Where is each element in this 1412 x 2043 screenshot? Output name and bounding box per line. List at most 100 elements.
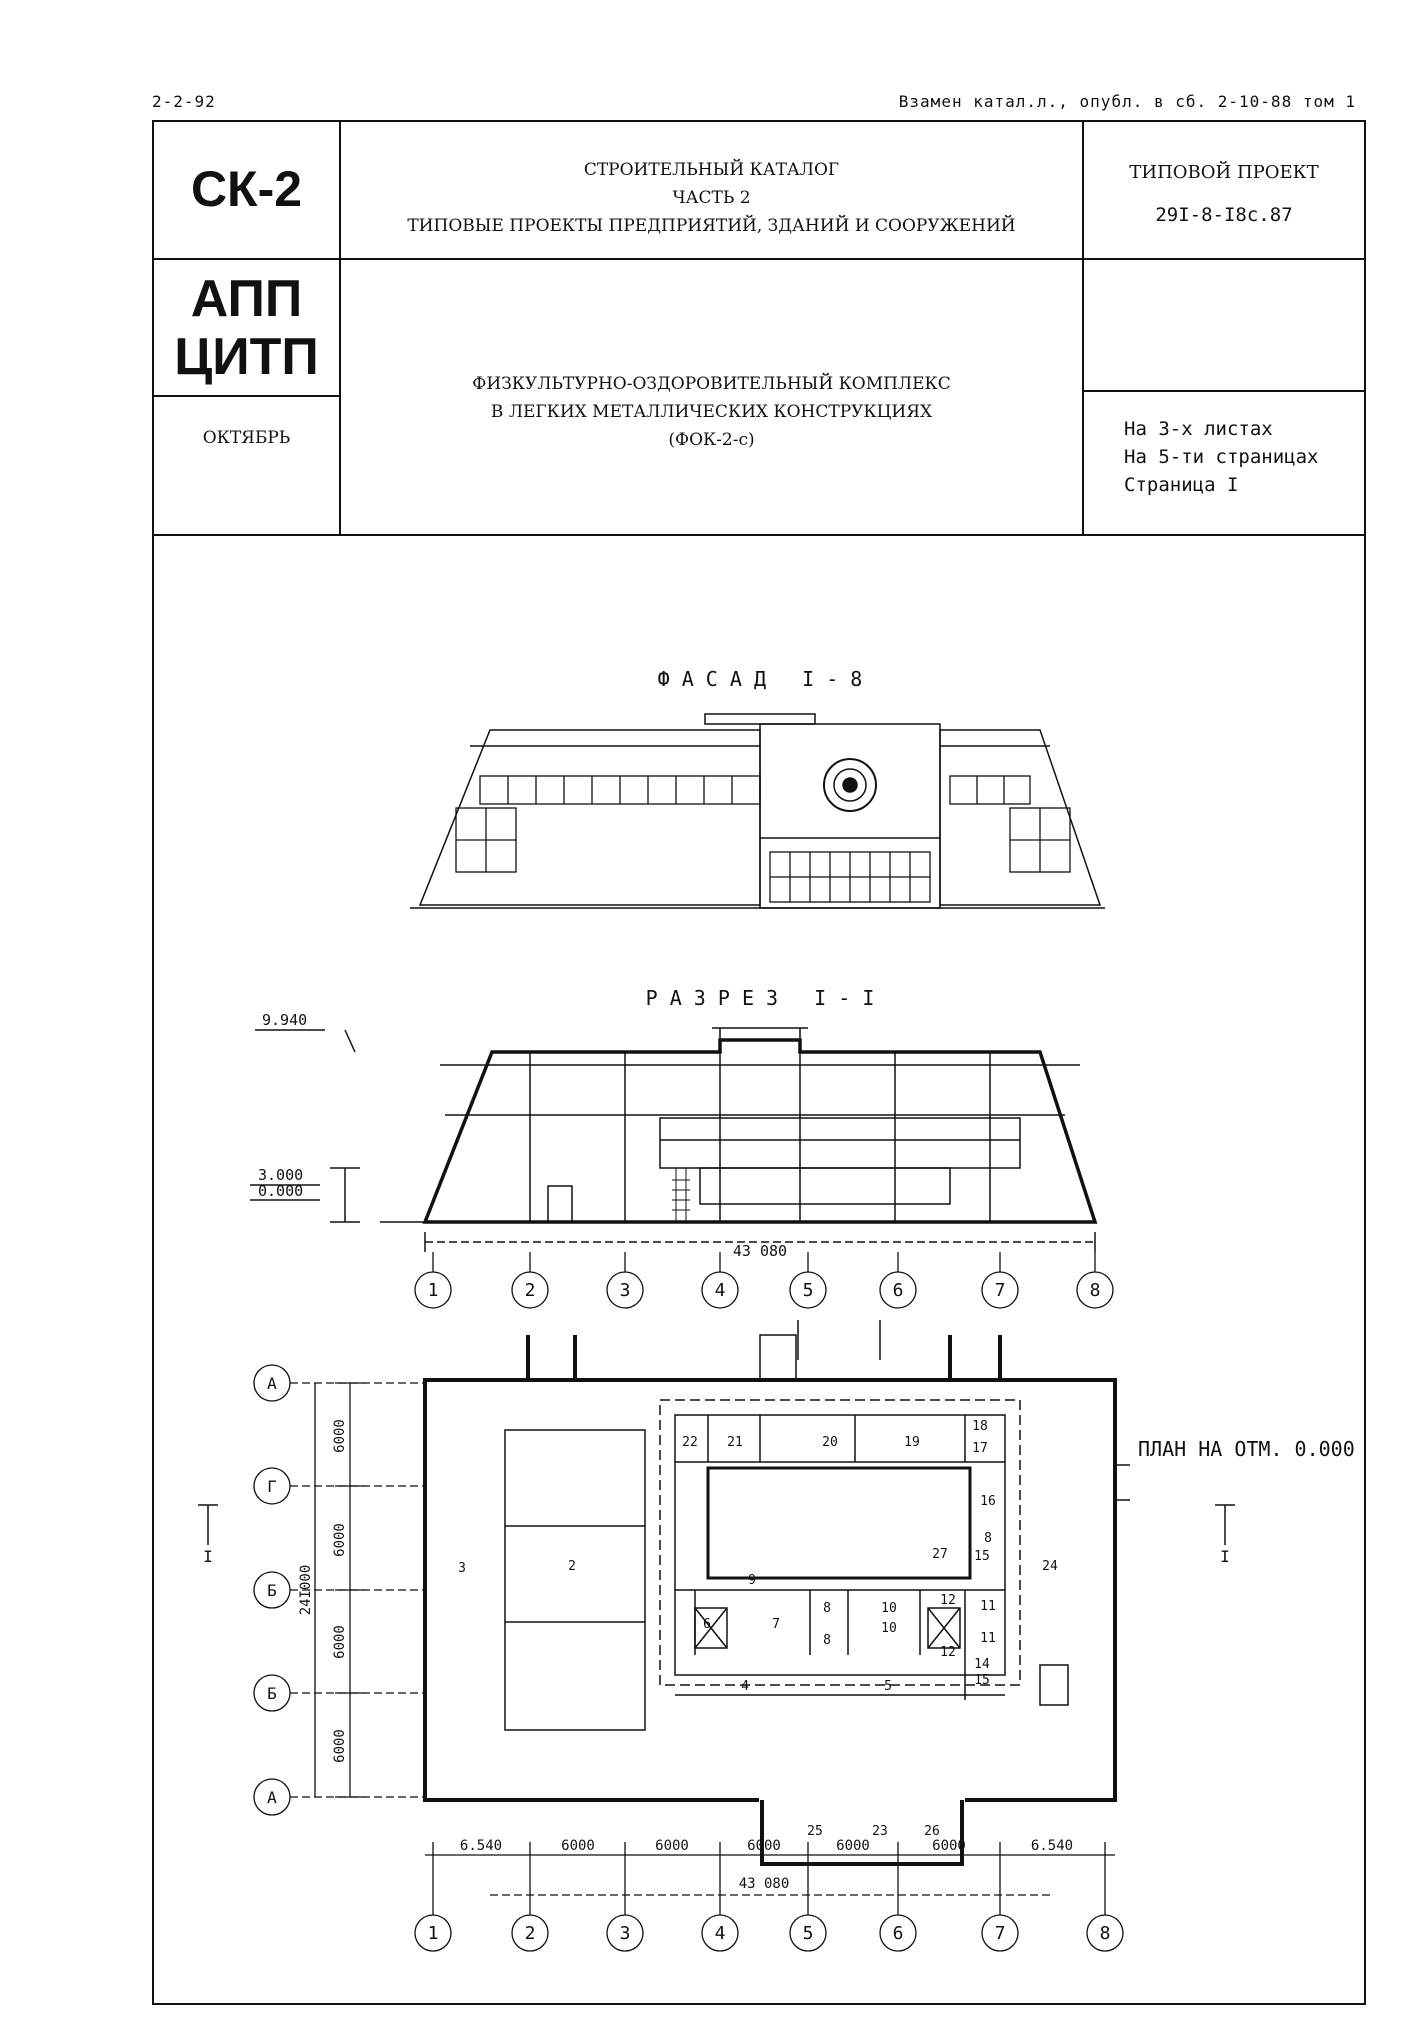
plan-axis-6: 6 [893,1923,904,1944]
bottom-dim-4: 6000 [747,1838,781,1854]
row-axis-4: Б [267,1684,277,1703]
plan-axis-7: 7 [995,1923,1006,1944]
room-number: 21 [727,1435,743,1450]
month-label: ОКТЯБРЬ [202,428,291,448]
room-number: 20 [822,1435,838,1450]
cut-mark-right: I [1220,1547,1230,1566]
object-line-2: В ЛЕГКИХ МЕТАЛЛИЧЕСКИХ КОНСТРУКЦИЯХ [490,402,933,422]
row-axis-5: А [267,1788,277,1807]
row-axis-3: Б [267,1581,277,1600]
facade-emblem-icon [823,758,877,812]
catalog-line-2: ЧАСТЬ 2 [672,188,751,208]
catalog-line-3: ТИПОВЫЕ ПРОЕКТЫ ПРЕДПРИЯТИЙ, ЗДАНИЙ И СО… [407,216,1016,236]
room-number: 11 [980,1599,996,1614]
org-line-1: АПП [190,270,303,328]
cut-mark-left: I [203,1547,213,1566]
page-number: Страница I [1124,474,1239,496]
room-number: 25 [807,1824,823,1839]
room-number: 9 [748,1573,756,1588]
room-number: 5 [884,1679,892,1694]
bottom-dim-total: 43 080 [739,1876,790,1892]
room-number: 10 [881,1621,897,1636]
room-number: 22 [682,1435,698,1450]
page-count: На 5-ти страницах [1124,446,1319,468]
object-line-1: ФИЗКУЛЬТУРНО-ОЗДОРОВИТЕЛЬНЫЙ КОМПЛЕКС [472,374,951,394]
plan-bottom-axes: 1 2 3 4 5 6 7 8 [428,1923,1111,1944]
bottom-dim-3: 6000 [655,1838,689,1854]
bottom-dim-1: 6.540 [460,1838,502,1854]
sheet-count: На 3-х листах [1124,418,1273,440]
room-number: 8 [823,1633,831,1648]
plan-axis-2: 2 [525,1923,536,1944]
plan-row-dims: 6000 6000 6000 6000 24I000 [298,1419,348,1763]
section-axis-7: 7 [995,1280,1006,1301]
plan-row-axes: А Г Б Б А [267,1374,277,1807]
replacement-note: Взамен катал.л., опубл. в сб. 2-10-88 то… [898,92,1356,111]
room-number: 12 [940,1593,956,1608]
catalog-code: СК-2 [190,161,303,217]
plan-room-numbers: 2 3 4 5 6 7 8 8 9 10 10 11 11 12 12 14 1… [458,1419,1058,1839]
plan-title: ПЛАН НА ОТМ. 0.000 [1138,1437,1355,1461]
elevation-top: 9.940 [262,1011,307,1029]
row-dim-2: 6000 [332,1523,348,1557]
room-number: 3 [458,1561,466,1576]
plan-bottom-dims: 6.540 6000 6000 6000 6000 6000 6.540 43 … [460,1838,1073,1892]
room-number: 27 [932,1547,948,1562]
document-frame: СК-2 АПП ЦИТП ОКТЯБРЬ СТРОИТЕЛЬНЫЙ КАТАЛ… [152,120,1366,2005]
elevation-zero: 0.000 [258,1182,303,1200]
section-axis-5: 5 [803,1280,814,1301]
room-number: 26 [924,1824,940,1839]
row-axis-1: А [267,1374,277,1393]
section-title: Р А З Р Е З I - I [646,986,875,1010]
section-axes: 1 2 3 4 5 6 7 8 [428,1280,1101,1301]
room-number: 15 [974,1673,990,1688]
room-number: 8 [823,1601,831,1616]
room-number: 16 [980,1494,996,1509]
facade-drawing [410,713,1105,909]
room-number: 17 [972,1441,988,1456]
plan-axis-5: 5 [803,1923,814,1944]
room-number: 2 [568,1559,576,1574]
plan-axis-4: 4 [715,1923,726,1944]
print-date: 2-2-92 [152,92,216,111]
room-number: 24 [1042,1559,1058,1574]
section-axis-8: 8 [1090,1280,1101,1301]
section-axis-3: 3 [620,1280,631,1301]
section-axis-4: 4 [715,1280,726,1301]
row-dim-total: 24I000 [298,1565,314,1616]
project-label: ТИПОВОЙ ПРОЕКТ [1129,162,1319,183]
plan-drawing [198,1320,1235,1952]
row-dim-4: 6000 [332,1729,348,1763]
catalog-line-1: СТРОИТЕЛЬНЫЙ КАТАЛОГ [583,160,840,180]
elevation-mid: 3.000 [258,1166,303,1184]
room-number: 18 [972,1419,988,1434]
room-number: 14 [974,1657,990,1672]
room-number: 4 [741,1679,749,1694]
room-number: 12 [940,1645,956,1660]
room-number: 11 [980,1631,996,1646]
room-number: 8 [984,1531,992,1546]
bottom-dim-7: 6.540 [1031,1838,1073,1854]
bottom-dim-6: 6000 [932,1838,966,1854]
room-number: 23 [872,1824,888,1839]
room-number: 15 [974,1549,990,1564]
bottom-dim-5: 6000 [836,1838,870,1854]
section-overall-dim: 43 080 [733,1242,787,1260]
project-number: 29I-8-I8с.87 [1155,204,1293,226]
row-axis-2: Г [267,1477,277,1496]
section-axis-2: 2 [525,1280,536,1301]
section-drawing [250,1027,1114,1309]
bottom-dim-2: 6000 [561,1838,595,1854]
room-number: 10 [881,1601,897,1616]
facade-title: Ф А С А Д I - 8 [658,667,863,691]
plan-axis-3: 3 [620,1923,631,1944]
room-number: 7 [772,1617,780,1632]
section-axis-1: 1 [428,1280,439,1301]
org-line-2: ЦИТП [174,328,319,386]
row-dim-3: 6000 [332,1625,348,1659]
object-line-3: (ФОК-2-с) [668,430,755,450]
room-number: 6 [703,1617,711,1632]
plan-axis-8: 8 [1100,1923,1111,1944]
row-dim-1: 6000 [332,1419,348,1453]
